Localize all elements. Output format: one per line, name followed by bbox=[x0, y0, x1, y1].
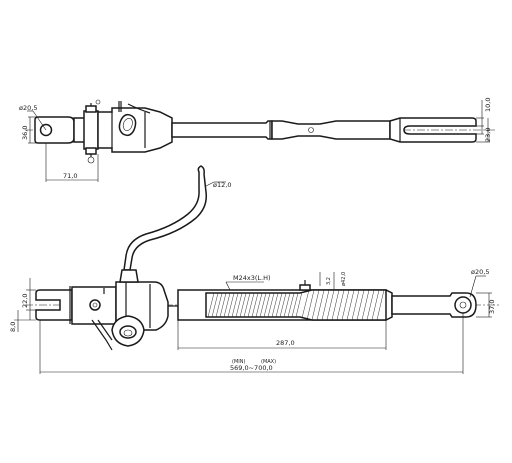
side-left-low-label: 8,0 bbox=[9, 322, 17, 332]
tube-diameter-label: ø42,0 bbox=[341, 272, 347, 286]
side-dimensions: 22,0 8,0 M24x3(L.H) 3,2 ø42,0 ø20,5 37,0… bbox=[9, 268, 496, 374]
side-tube bbox=[177, 280, 393, 321]
top-view: ø20,5 36,0 71,0 10,0 23,0 bbox=[19, 98, 495, 182]
top-clevis bbox=[73, 99, 101, 164]
top-slot-width-label: 10,0 bbox=[484, 98, 492, 112]
top-lever-boss bbox=[118, 113, 137, 137]
thread-hatching bbox=[207, 289, 385, 321]
top-body bbox=[97, 101, 173, 153]
top-left-eye bbox=[34, 116, 75, 144]
thread-section bbox=[205, 289, 387, 321]
handle-lever bbox=[123, 165, 208, 271]
top-dimensions: ø20,5 36,0 71,0 10,0 23,0 bbox=[19, 98, 492, 182]
side-eye bbox=[454, 296, 472, 314]
side-left-fork bbox=[35, 286, 117, 351]
side-fork-pin bbox=[89, 299, 101, 311]
top-fork-height-label: 23,0 bbox=[484, 128, 492, 142]
side-eye-diameter-label: ø20,5 bbox=[471, 268, 489, 276]
min-note-label: (MIN) bbox=[232, 359, 245, 365]
thread-length-label: 287,0 bbox=[276, 339, 295, 347]
thread-spec-label: M24x3(L.H) bbox=[233, 274, 271, 282]
top-offset-label: 71,0 bbox=[63, 172, 77, 180]
handle: ø12,0 bbox=[123, 165, 231, 271]
side-right-height-label: 37,0 bbox=[488, 300, 496, 314]
side-view: 22,0 8,0 M24x3(L.H) 3,2 ø42,0 ø20,5 37,0… bbox=[9, 268, 500, 374]
side-left-height-label: 22,0 bbox=[21, 294, 29, 308]
top-rod bbox=[171, 120, 391, 140]
total-length-label: 569,0~700,0 bbox=[230, 364, 273, 372]
top-right-fork bbox=[389, 117, 477, 143]
handle-diameter-label: ø12,0 bbox=[213, 181, 231, 189]
max-note-label: (MAX) bbox=[261, 359, 276, 365]
top-pin-diameter-label: ø20,5 bbox=[19, 104, 37, 112]
side-right-end bbox=[391, 292, 477, 318]
side-body bbox=[111, 269, 178, 347]
top-eye-height-label: 36,0 bbox=[21, 126, 29, 140]
wall-thickness-label: 3,2 bbox=[326, 277, 332, 285]
